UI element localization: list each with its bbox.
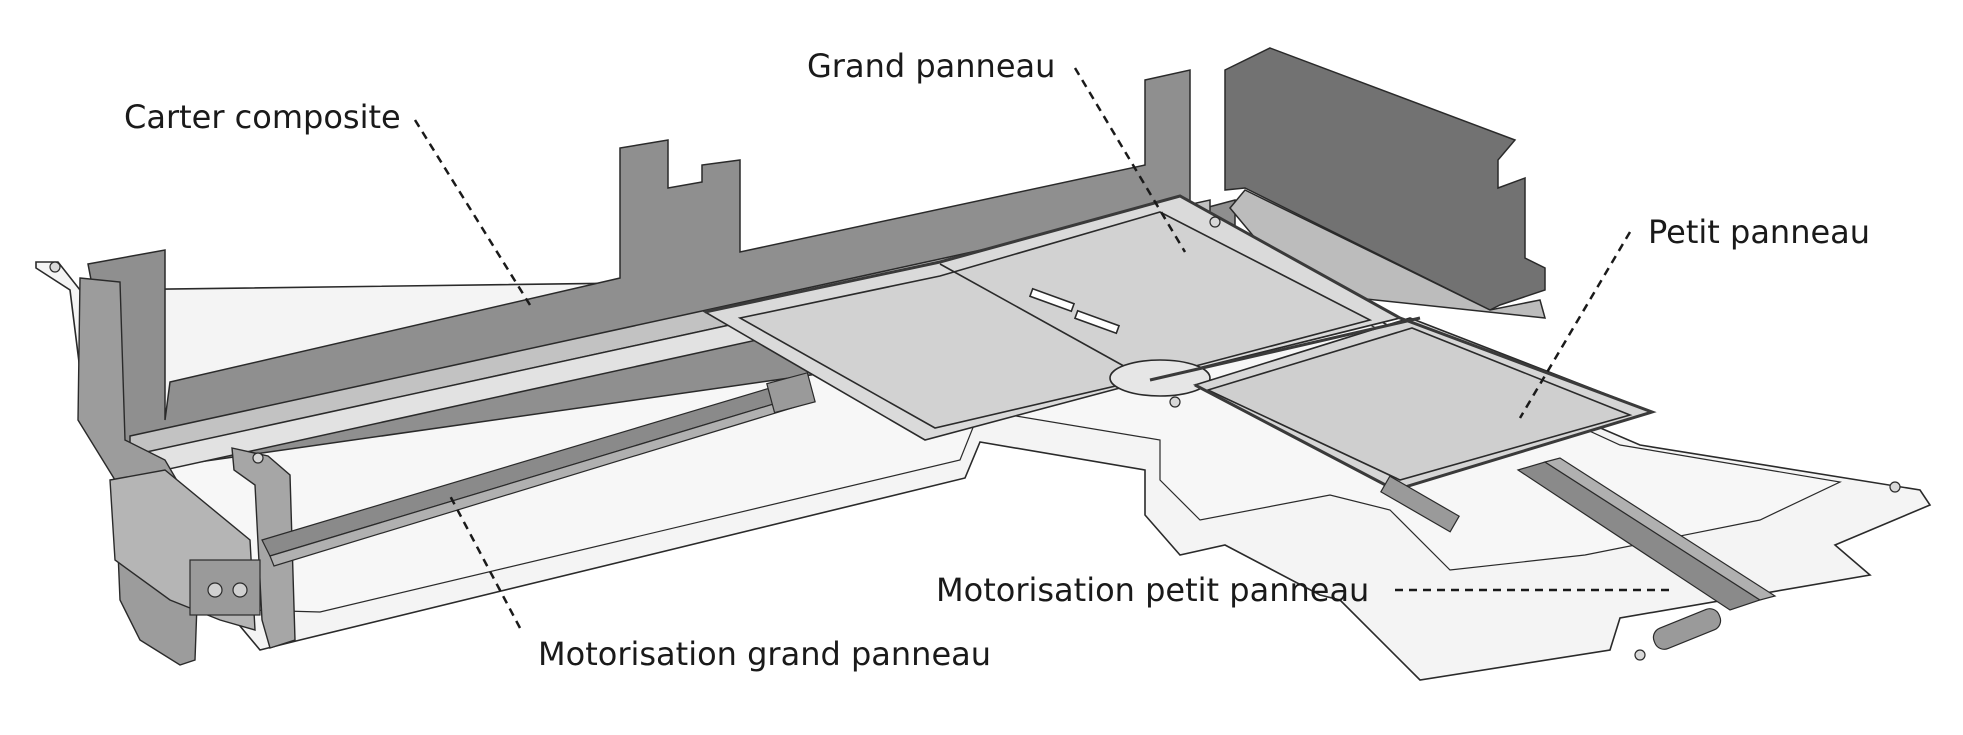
label-carter-composite: Carter composite [124,98,401,136]
leader-carter-composite [413,119,532,306]
label-grand-panneau: Grand panneau [807,47,1056,85]
label-petit-panneau: Petit panneau [1648,213,1871,251]
leader-grand-panneau [1073,67,1187,253]
carter-left-end [77,277,296,666]
label-motorisation-petit-panneau: Motorisation petit panneau [936,571,1370,609]
motorisation-petit-rails [1380,457,1777,650]
mounting-holes [49,216,1901,661]
leader-lines [413,67,1675,629]
grand-panneau-shape [702,195,1403,441]
motorisation-grand-rails [189,372,816,616]
leader-motorisation-grand-panneau [446,491,522,629]
label-motorisation-grand-panneau: Motorisation grand panneau [538,635,992,673]
